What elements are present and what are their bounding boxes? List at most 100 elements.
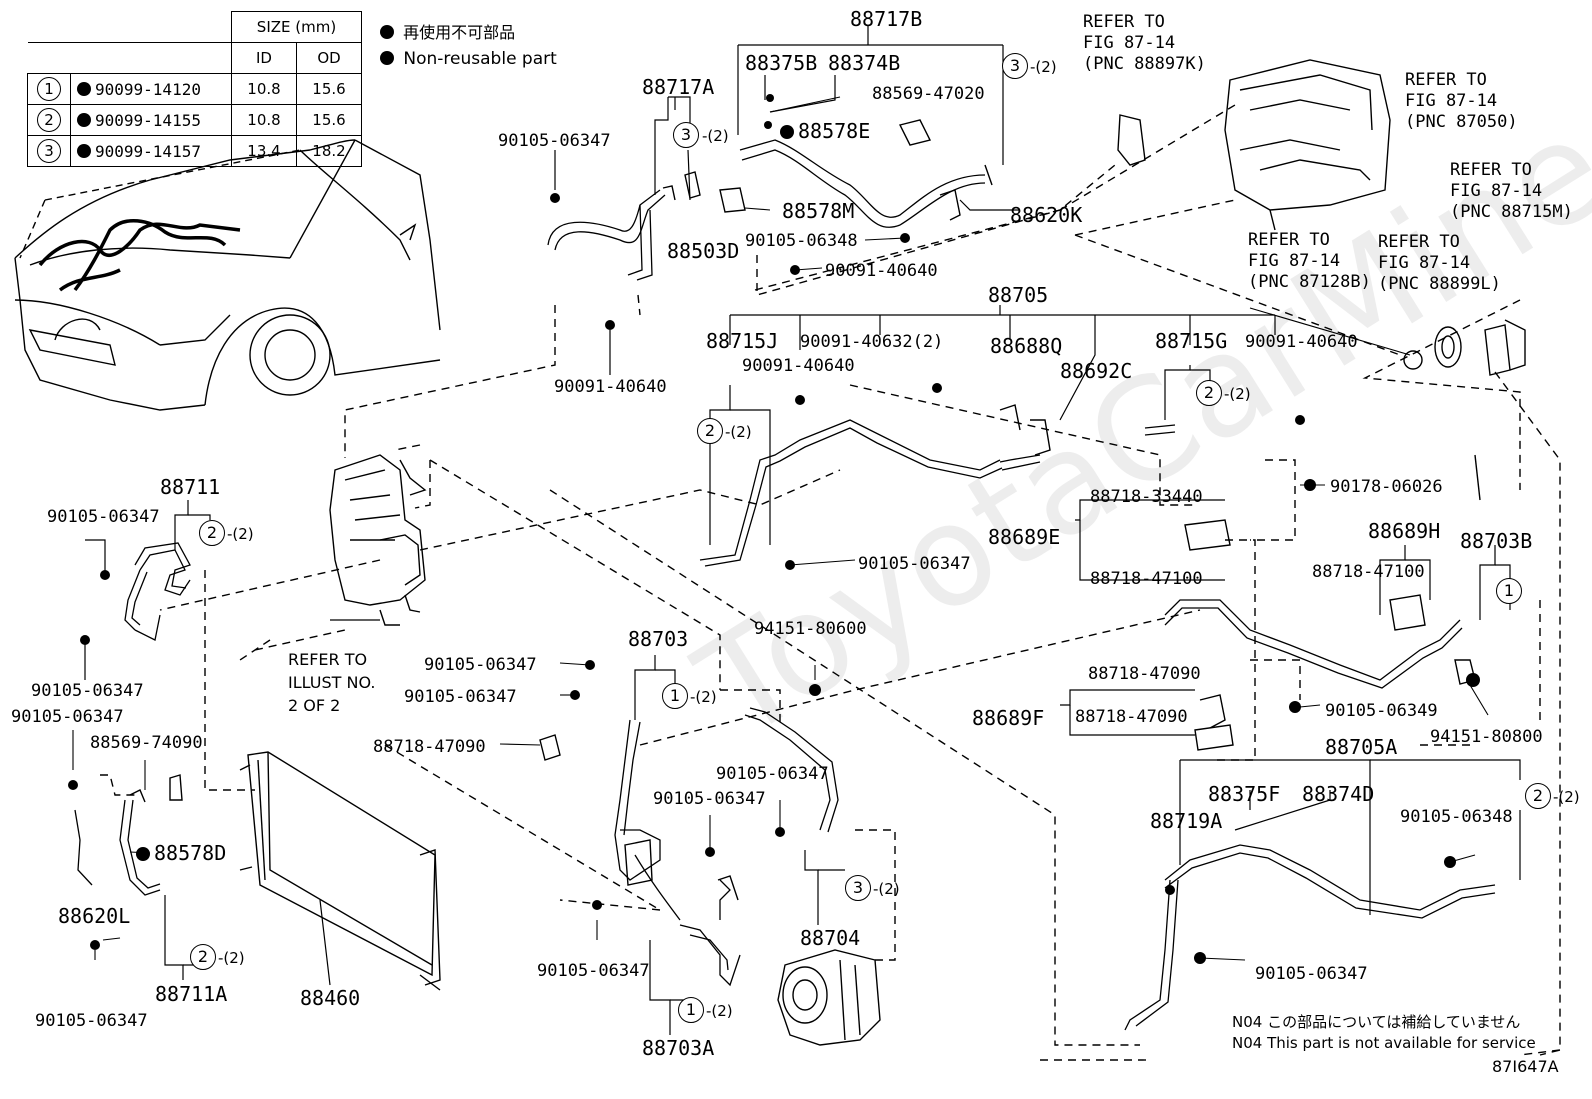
od-header: OD: [296, 42, 362, 74]
non-reusable-dot-icon: [780, 125, 794, 139]
part-88375f: 88375F: [1208, 782, 1281, 806]
note-en: N04 This part is not available for servi…: [1232, 1034, 1536, 1052]
part-90105-06348: 90105-06348: [745, 231, 858, 251]
part-88715j: 88715J: [706, 329, 779, 353]
components: [129, 59, 1526, 1046]
clamp-qty: -(2): [706, 1002, 733, 1020]
clamp-qty: -(2): [1030, 58, 1057, 76]
part-90105-06347: 90105-06347: [47, 507, 160, 527]
circle-number: 2: [37, 108, 61, 132]
part-90105-06348: 90105-06348: [1400, 807, 1513, 827]
part-88703b: 88703B: [1460, 529, 1533, 553]
part-90105-06347: 90105-06347: [716, 764, 829, 784]
clamp-ref-2: 2: [190, 944, 216, 970]
part-88718-33440: 88718-33440: [1090, 487, 1203, 507]
part-88705a: 88705A: [1325, 735, 1398, 759]
dashed-guides: [100, 104, 1561, 1061]
clamp-qty: -(2): [725, 423, 752, 441]
note-jp: N04 この部品については補給していません: [1232, 1013, 1521, 1031]
clamp-ref-2: 2: [199, 520, 225, 546]
part-88569-47020: 88569-47020: [872, 84, 985, 104]
part-90091-40640: 90091-40640: [554, 377, 667, 397]
clamp-qty: -(2): [873, 880, 900, 898]
part-88460: 88460: [300, 986, 361, 1010]
non-reusable-dot-icon: [77, 143, 91, 158]
clamp-qty: -(2): [702, 127, 729, 145]
part-88620k: 88620K: [1010, 203, 1083, 227]
part-90105-06347: 90105-06347: [653, 789, 766, 809]
part-88703a: 88703A: [642, 1036, 715, 1060]
part-88374b: 88374B: [828, 51, 901, 75]
size-table-row: 3 90099-14157 13.4 18.2: [27, 135, 362, 167]
illustration-code: 87I647A: [1492, 1057, 1559, 1076]
part-88569-74090: 88569-74090: [90, 733, 203, 753]
part-88718-47100: 88718-47100: [1312, 562, 1425, 582]
part-94151-80600: 94151-80600: [754, 619, 867, 639]
legend-jp: 再使用不可部品: [380, 24, 515, 42]
part-94151-80800: 94151-80800: [1430, 727, 1543, 747]
od-value: 18.2: [296, 135, 362, 167]
clamp-ref-1: 1: [678, 997, 704, 1023]
part-90105-06347: 90105-06347: [404, 687, 517, 707]
leader-lines: [84, 25, 1521, 1035]
part-88692c: 88692C: [1060, 359, 1133, 383]
size-header: SIZE (mm): [231, 11, 362, 43]
part-88689h: 88689H: [1368, 519, 1441, 543]
part-88715g: 88715G: [1155, 329, 1228, 353]
part-88718-47090: 88718-47090: [373, 737, 486, 757]
part-88620l: 88620L: [58, 904, 131, 928]
part-88689e: 88689E: [988, 525, 1061, 549]
part-number: 90099-14120: [95, 79, 201, 99]
part-88578m: 88578M: [782, 199, 855, 223]
clamp-ref-1: 1: [1496, 578, 1522, 604]
legend-en: Non-reusable part: [380, 50, 557, 68]
size-table-header: SIZE (mm): [27, 11, 362, 43]
part-88718-47090: 88718-47090: [1075, 707, 1188, 727]
circle-number: 1: [37, 77, 61, 101]
car-illustration: [14, 139, 441, 411]
part-90091-40632: 90091-40632(2): [800, 332, 944, 352]
non-reusable-dot-icon: [136, 847, 150, 861]
clamp-ref-3: 3: [845, 875, 871, 901]
id-value: 10.8: [231, 104, 297, 136]
clamp-ref-1: 1: [662, 683, 688, 709]
part-number: 90099-14155: [95, 110, 201, 130]
size-table: SIZE (mm) ID OD 1 90099-14120 10.8 15.6 …: [27, 11, 362, 167]
part-88578d: 88578D: [136, 842, 226, 864]
clamp-ref-3: 3: [673, 122, 699, 148]
clamp-ref-2: 2: [1196, 380, 1222, 406]
part-88578e: 88578E: [780, 120, 870, 142]
non-reusable-dot-icon: [380, 25, 394, 39]
clamp-qty: -(2): [227, 525, 254, 543]
part-90105-06347: 90105-06347: [31, 681, 144, 701]
fasteners: [68, 94, 1480, 964]
non-reusable-dot-icon: [77, 81, 91, 96]
size-table-row: 2 90099-14155 10.8 15.6: [27, 104, 362, 136]
part-90105-06347: 90105-06347: [858, 554, 971, 574]
part-88703: 88703: [628, 627, 689, 651]
part-90105-06347: 90105-06347: [424, 655, 537, 675]
part-90105-06347: 90105-06347: [35, 1011, 148, 1031]
part-88717a: 88717A: [642, 75, 715, 99]
part-90105-06349: 90105-06349: [1325, 701, 1438, 721]
part-88374d: 88374D: [1302, 782, 1375, 806]
part-88689f: 88689F: [972, 706, 1045, 730]
part-90091-40640: 90091-40640: [1245, 332, 1358, 352]
circle-number: 3: [37, 139, 61, 163]
part-90105-06347: 90105-06347: [1255, 964, 1368, 984]
od-value: 15.6: [296, 104, 362, 136]
non-reusable-dot-icon: [380, 51, 394, 65]
id-value: 13.4: [231, 135, 297, 167]
clamp-ref-3: 3: [1002, 53, 1028, 79]
id-header: ID: [231, 42, 297, 74]
part-90105-06347: 90105-06347: [11, 707, 124, 727]
part-88503d: 88503D: [667, 239, 740, 263]
part-88688q: 88688Q: [990, 334, 1063, 358]
pipes: [74, 139, 1496, 1031]
part-90091-40640: 90091-40640: [825, 261, 938, 281]
clamp-ref-2: 2: [1525, 783, 1551, 809]
